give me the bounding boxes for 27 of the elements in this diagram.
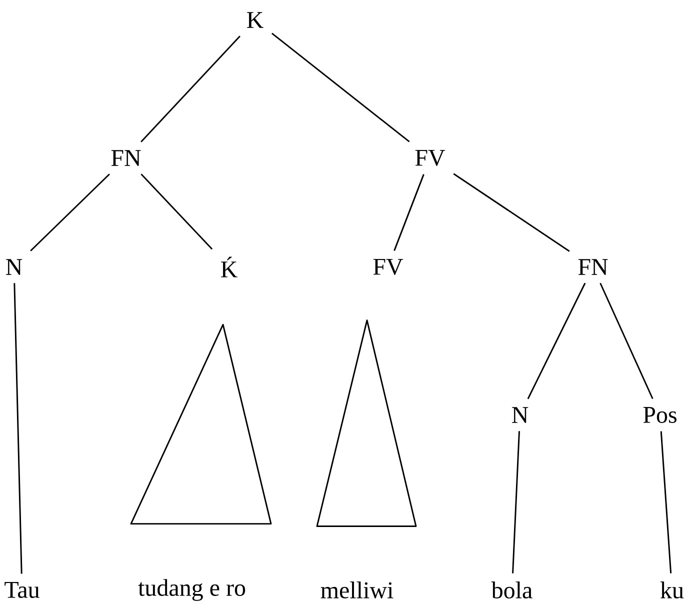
category-label: FV	[373, 258, 404, 276]
branch-line	[14, 283, 22, 574]
roof-triangle	[316, 320, 417, 528]
category-label: N	[6, 259, 22, 275]
category-label: Pos	[643, 407, 676, 423]
leaf-word: melliwi	[320, 582, 394, 598]
category-label: N	[512, 407, 528, 423]
category-label: FN	[111, 150, 141, 166]
branch-line	[140, 174, 213, 250]
branch-line	[30, 174, 110, 252]
leaf-word: tudang e ro	[138, 579, 246, 601]
leaf-word: Tau	[4, 582, 40, 598]
category-label: FV	[415, 150, 446, 166]
category-label: K	[247, 12, 264, 28]
branch-line	[453, 173, 570, 252]
branch-line	[600, 282, 654, 400]
branch-line	[271, 32, 410, 142]
category-label: Ḱ	[221, 256, 238, 278]
roof-triangle	[130, 324, 272, 525]
branch-line	[394, 174, 424, 251]
leaf-word: ku	[660, 582, 684, 598]
branch-line	[140, 36, 240, 142]
category-label: FN	[578, 259, 608, 275]
branch-line	[660, 431, 672, 574]
leaf-word: bola	[491, 582, 532, 598]
branch-line	[527, 282, 586, 400]
branch-line	[512, 431, 520, 574]
